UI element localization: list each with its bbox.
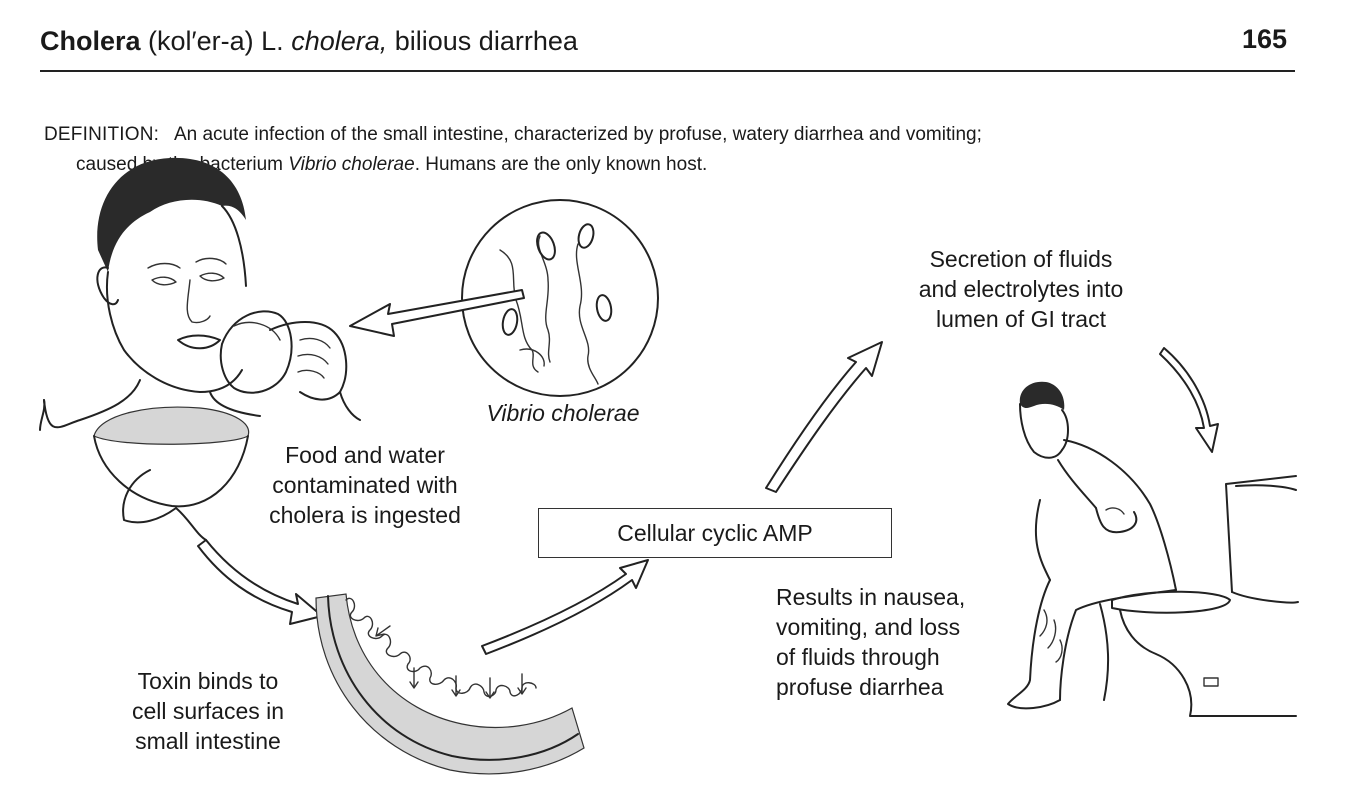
patient-on-toilet-illustration — [1007, 381, 1299, 717]
definition-line-2-post: . Humans are the only known host. — [414, 154, 708, 175]
page-header: Cholera (kol′er-a) L. cholera, bilious d… — [40, 20, 1295, 72]
amp-box-label: Cellular cyclic AMP — [617, 519, 813, 546]
secretion-caption-line: lumen of GI tract — [935, 306, 1106, 332]
secretion-caption-line: and electrolytes into — [918, 276, 1124, 302]
toxin-caption-line: small intestine — [135, 728, 281, 754]
toxin-caption-line: Toxin binds to — [137, 668, 279, 694]
definition-label: DEFINITION: — [44, 124, 160, 145]
page-title: Cholera (kol′er-a) L. cholera, bilious d… — [40, 26, 578, 57]
secretion-caption-line: Secretion of fluids — [929, 246, 1113, 272]
man-drinking-illustration — [39, 157, 361, 541]
toxin-caption-line: cell surfaces in — [131, 698, 285, 724]
title-term: Cholera — [40, 26, 141, 56]
arrow-secretion-to-patient — [1159, 347, 1219, 453]
title-etymology-word: cholera, — [291, 26, 388, 56]
definition-line-1: An acute infection of the small intestin… — [173, 124, 982, 145]
arrow-vibrio-to-man — [349, 289, 525, 337]
vibrio-cholerae-microscope-view — [461, 199, 659, 397]
results-caption-line: vomiting, and loss — [776, 614, 961, 640]
ingest-caption-line: Food and water — [285, 442, 445, 468]
ingest-caption-line: contaminated with — [272, 472, 458, 498]
definition-organism: Vibrio cholerae — [288, 154, 415, 175]
arrow-intestine-to-amp — [481, 559, 649, 655]
results-caption: Results in nausea, vomiting, and loss of… — [776, 582, 1008, 702]
small-intestine-illustration — [315, 593, 585, 775]
results-caption-line: Results in nausea, — [776, 584, 966, 610]
arrow-amp-to-secretion — [765, 341, 883, 493]
arrow-food-to-intestine — [197, 539, 323, 625]
title-etymology-meaning: bilious diarrhea — [394, 26, 578, 56]
toxin-caption: Toxin binds to cell surfaces in small in… — [108, 666, 308, 756]
ingest-caption: Food and water contaminated with cholera… — [244, 440, 486, 530]
title-etymology-prefix: L. — [261, 26, 284, 56]
vibrio-caption: Vibrio cholerae — [486, 400, 640, 426]
page-number: 165 — [1241, 24, 1287, 54]
results-caption-line: of fluids through — [776, 644, 940, 670]
definition-line-2: caused by the bacterium Vibrio cholerae.… — [44, 150, 1304, 180]
ingest-caption-line: cholera is ingested — [269, 502, 461, 528]
results-caption-line: profuse diarrhea — [776, 674, 944, 700]
title-pronunciation: (kol′er-a) — [148, 26, 254, 56]
secretion-caption: Secretion of fluids and electrolytes int… — [890, 244, 1152, 334]
cellular-cyclic-amp-box: Cellular cyclic AMP — [538, 508, 892, 558]
definition-paragraph: DEFINITION: An acute infection of the sm… — [44, 120, 1304, 180]
